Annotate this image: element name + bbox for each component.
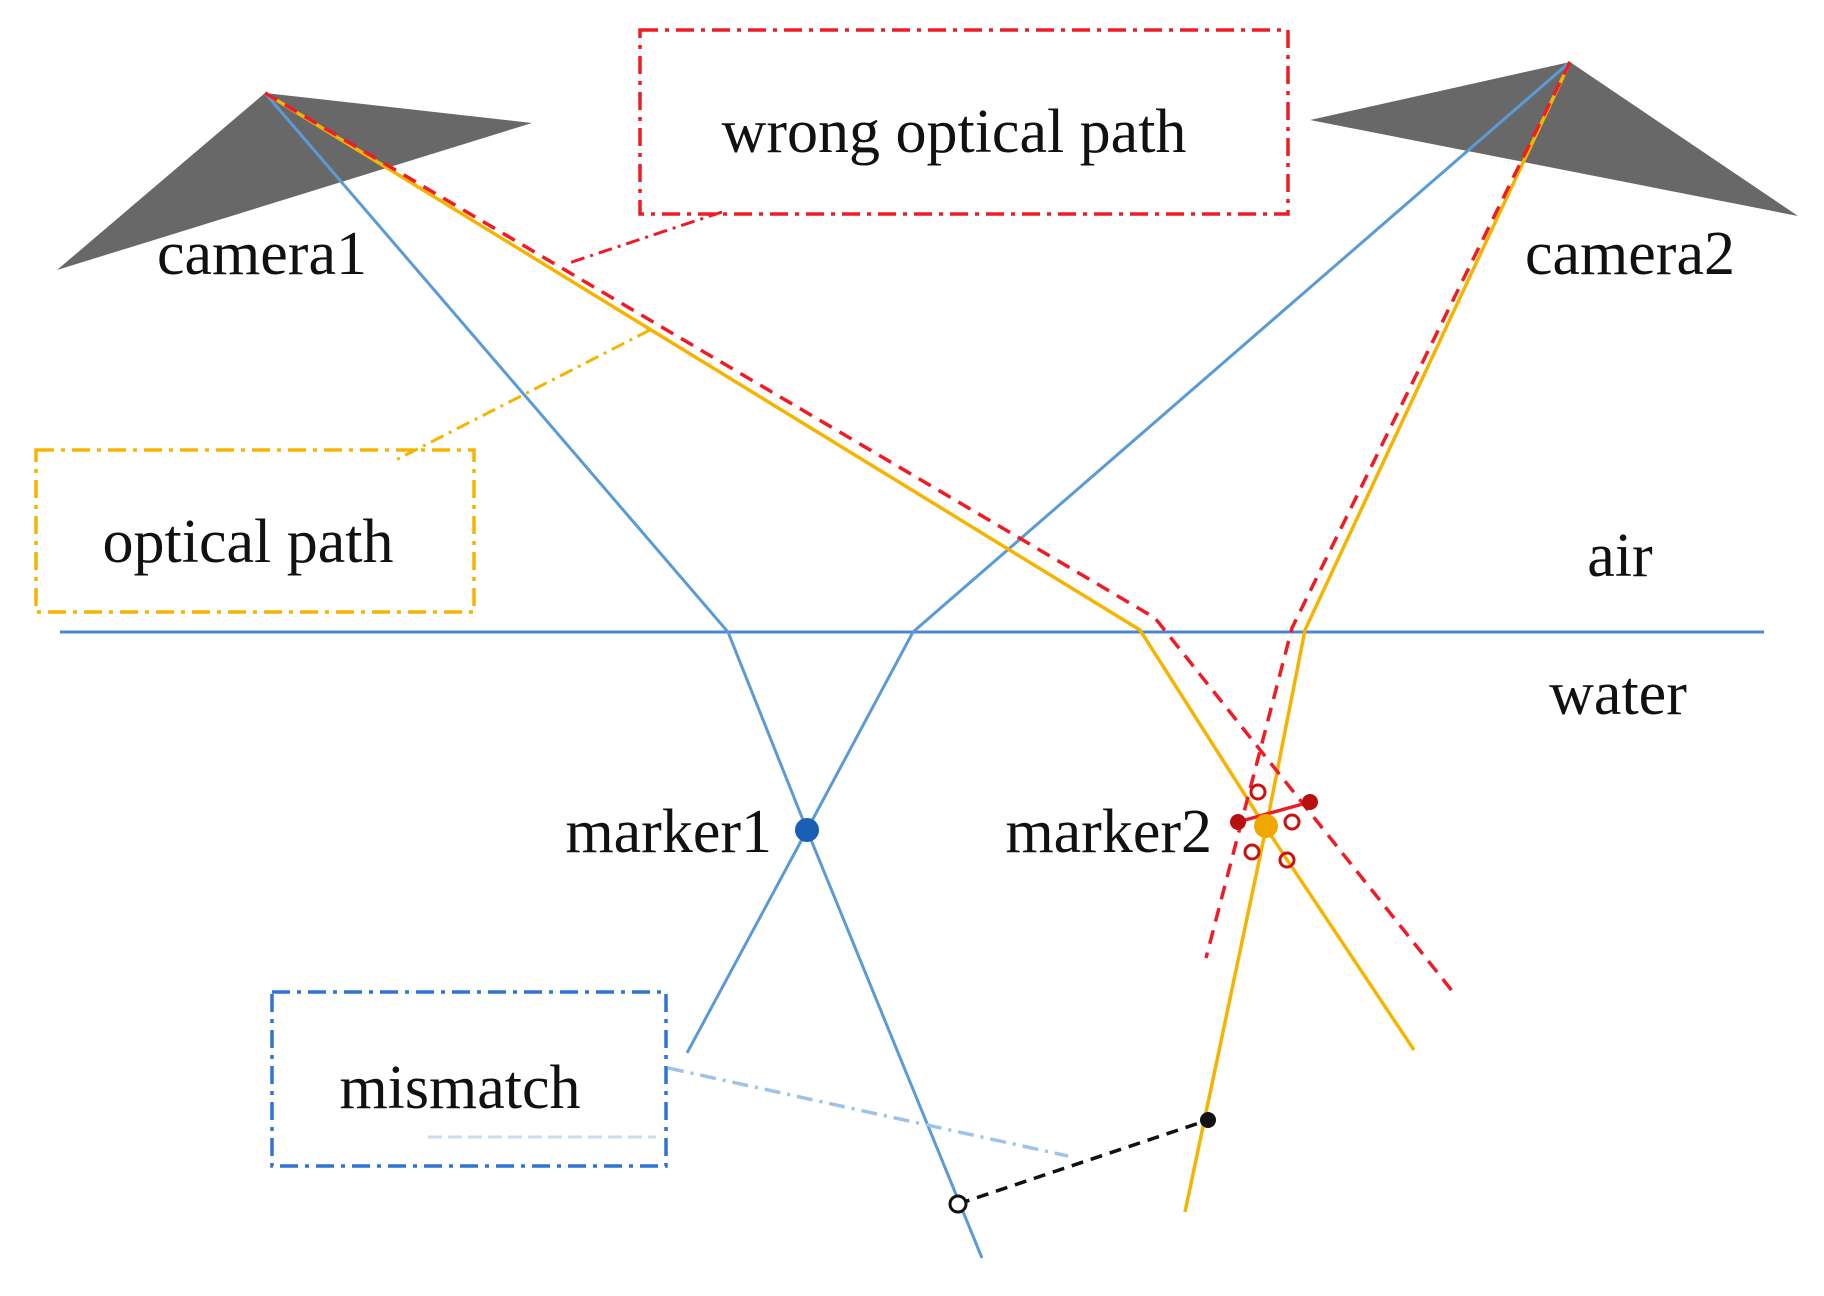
mismatch-point-open (948, 1194, 968, 1214)
marker2-error-ring-1 (1249, 783, 1267, 801)
wrong-optical-path-label: wrong optical path (722, 98, 1187, 166)
optical-path-box (34, 448, 476, 614)
mismatch-label: mismatch (339, 1054, 580, 1122)
camera2-wrong-optical-path (1204, 61, 1572, 959)
camera2-ray-to-marker1 (685, 60, 1571, 1054)
optical-path-label: optical path (103, 508, 394, 576)
marker2-label: marker2 (1005, 798, 1212, 866)
mismatch-link-line (957, 1118, 1209, 1206)
marker2-error-point-left (1230, 814, 1246, 830)
marker1-point (795, 818, 819, 842)
water-label: water (1549, 660, 1687, 728)
camera1-optical-path-to-marker2 (264, 91, 1416, 1051)
mismatch-leader-line (667, 1066, 1069, 1158)
marker2-error-ring-3 (1243, 843, 1261, 861)
wrong-path-leader-line (565, 210, 723, 266)
camera1-shape (57, 93, 532, 270)
air-label: air (1587, 522, 1653, 590)
marker2-error-ring-2 (1283, 813, 1301, 831)
wrong-optical-path-box (638, 28, 1290, 216)
optical-path-leader-line (391, 328, 651, 464)
marker2-error-segment (1237, 800, 1311, 824)
marker2-error-ring-4 (1278, 851, 1296, 869)
camera2-label: camera2 (1525, 220, 1735, 288)
marker1-label: marker1 (565, 798, 772, 866)
camera2-optical-path-to-marker2 (1183, 61, 1572, 1213)
camera1-ray-to-marker1 (263, 92, 984, 1259)
marker2-point (1254, 814, 1278, 838)
mismatch-box (270, 990, 668, 1168)
camera1-wrong-optical-path (264, 91, 1455, 994)
marker2-error-point-right (1302, 794, 1318, 810)
mismatch-point-filled (1200, 1112, 1216, 1128)
camera2-shape (1310, 62, 1798, 216)
camera1-label: camera1 (157, 220, 367, 288)
